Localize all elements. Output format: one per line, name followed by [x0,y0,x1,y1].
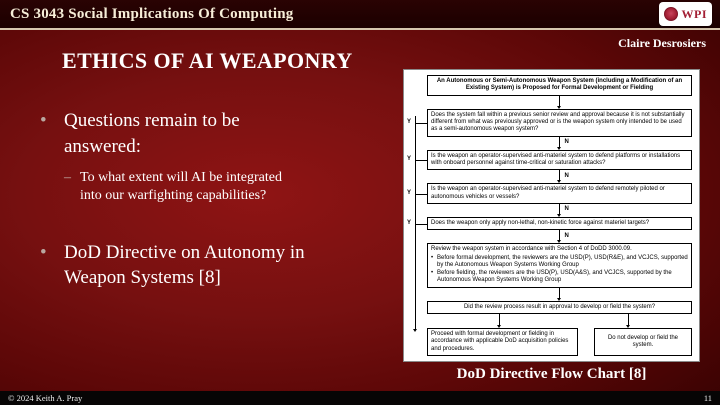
arrow-stem [557,287,561,301]
yes-label: Y [407,155,412,162]
flowchart-question-box: Does the system fall within a previous s… [427,108,692,137]
flow-arrow: N [427,203,692,217]
footer-bar: © 2024 Keith A. Pray 11 [0,391,720,405]
outcome-stop-box: Do not develop or field the system. [593,328,692,357]
flowchart-final-question-box: Did the review process result in approva… [427,300,692,315]
sub-bullet-item: To what extent will AI be integrated int… [64,169,340,205]
flowchart-outcomes: Proceed with formal development or field… [427,328,692,357]
review-bullet: Before fielding, the reviewers are the U… [431,270,688,285]
wpi-logo: WPI [658,2,712,26]
bullet-item: DoD Directive on Autonomy in Weapon Syst… [40,240,340,291]
flowchart-question-row: Y Is the weapon an operator-supervised a… [407,183,692,204]
arrow-stem [626,314,631,329]
outcome-proceed-box: Proceed with formal development or field… [427,328,579,357]
page-number: 11 [703,393,712,403]
review-intro: Review the weapon system in accordance w… [431,246,632,253]
arrow-stem [557,95,561,109]
review-bullet: Before formal development, the reviewers… [431,255,688,270]
flowchart-title-box: An Autonomous or Semi-Autonomous Weapon … [427,75,692,96]
arrow-stem [557,170,561,184]
no-label: N [564,172,569,179]
header-bar: CS 3043 Social Implications Of Computing… [0,0,720,30]
no-label: N [564,206,569,213]
figure-caption: DoD Directive Flow Chart [8] [456,366,647,382]
flowchart-question-row: Y Does the system fall within a previous… [407,108,692,137]
author-name: Claire Desrosiers [618,36,706,50]
bullet-marker [40,108,64,159]
flow-arrow: N [427,136,692,150]
flow-split-arrows [427,314,692,329]
flowchart-question-row: Y Is the weapon an operator-supervised a… [407,149,692,171]
arrow-stem [557,136,561,150]
review-bullet-text: Before formal development, the reviewers… [437,254,688,268]
review-bullet-text: Before fielding, the reviewers are the U… [437,270,672,284]
bullet-marker [40,240,64,291]
bullet-text: Questions remain to be answered: [64,110,240,157]
flow-arrow: N [427,230,692,244]
flow-arrow [427,95,692,109]
flowchart-question-row: Y Does the weapon only apply non-lethal,… [407,216,692,231]
no-label: N [564,139,569,146]
copyright-text: © 2024 Keith A. Pray [8,393,83,403]
no-label: N [564,232,569,239]
bullet-text: DoD Directive on Autonomy in Weapon Syst… [64,241,305,289]
flow-arrow [427,287,692,301]
slide-title: ETHICS OF AI WEAPONRY [62,48,353,73]
flowchart-question-box: Does the weapon only apply non-lethal, n… [427,216,692,231]
yes-label: Y [407,189,412,196]
flow-arrow: N [427,170,692,184]
arrow-stem [557,230,561,244]
wpi-seal-icon [663,7,678,21]
course-title: CS 3043 Social Implications Of Computing [10,5,294,22]
flowchart-review-box: Review the weapon system in accordance w… [427,243,692,288]
dash-marker [64,169,80,205]
bullet-list: Questions remain to be answered: To what… [40,108,340,297]
bullet-item: Questions remain to be answered: [40,108,340,159]
wpi-logo-text: WPI [681,6,707,21]
yes-label: Y [407,118,412,125]
flowchart-image: An Autonomous or Semi-Autonomous Weapon … [403,69,700,362]
flowchart-yes-rail [413,116,417,332]
sub-bullet-text: To what extent will AI be integrated int… [80,170,282,204]
arrow-stem [496,314,501,329]
flowchart-question-box: Is the weapon an operator-supervised ant… [427,149,692,171]
yes-label: Y [407,219,412,226]
flowchart-question-box: Is the weapon an operator-supervised ant… [427,183,692,204]
arrow-stem [557,203,561,217]
